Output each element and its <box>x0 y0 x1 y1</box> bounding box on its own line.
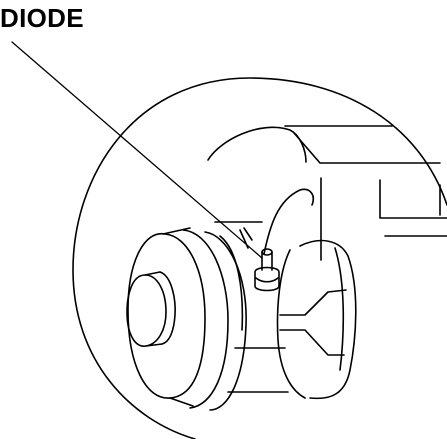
rear-housing-inner <box>276 249 306 399</box>
pulley-hub <box>126 274 167 347</box>
pulley-hub-shaft-top <box>144 271 161 276</box>
housing-upper-arc <box>207 126 307 163</box>
pulley-groove-1 <box>219 235 244 331</box>
diode-base-ring <box>255 277 279 283</box>
detail-circle <box>72 77 447 439</box>
pulley-connector-bottom <box>169 397 194 407</box>
diode-wire <box>263 188 315 255</box>
diode-cap <box>261 248 273 256</box>
mount-arm <box>279 289 347 356</box>
diode-leader-line <box>11 41 263 259</box>
pulley-rim-back <box>182 229 229 409</box>
pulley-outer-rim <box>204 231 247 411</box>
rear-housing-edge <box>334 247 345 371</box>
bracket-step <box>379 179 447 219</box>
pulley-hub-shaft-back <box>159 271 176 345</box>
bracket-diagonal <box>293 132 441 164</box>
pulley-connector-top <box>162 227 191 235</box>
pulley-hub-shaft-bottom <box>145 343 163 347</box>
diode-arrow-marker <box>239 227 253 249</box>
diode-callout-label: DIODE <box>0 3 84 33</box>
diode-base <box>254 266 280 292</box>
diode-stem <box>261 251 273 271</box>
rear-housing-outline <box>299 239 357 400</box>
